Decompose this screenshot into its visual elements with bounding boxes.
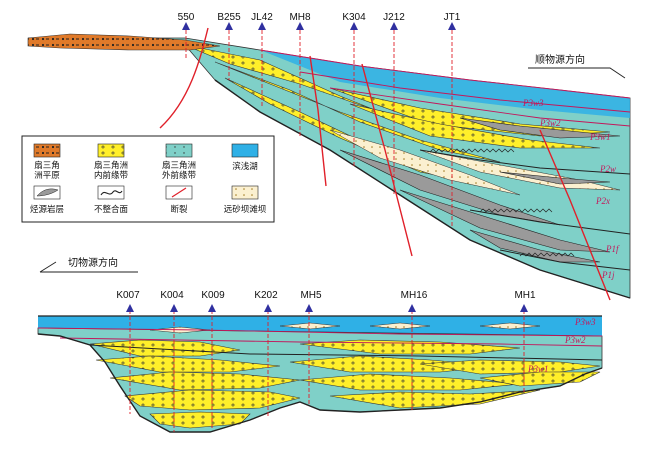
direction-arrow-icon <box>39 261 138 273</box>
upper-well-labels: 550 B255 JL42 MH8 K304 J212 JT1 <box>178 12 461 23</box>
legend-label-fan-plain-2: 洲平原 <box>34 171 60 181</box>
fault-line <box>309 55 327 187</box>
legend-swatch-lake <box>231 143 259 158</box>
lower-formation-labels: P3w3 P3w2 P3w1 <box>527 317 596 374</box>
well-label-b255: B255 <box>217 12 241 23</box>
legend-label-fan-plain-1: 扇三角 <box>34 160 60 171</box>
lower-yellow-lenses <box>89 339 601 429</box>
direction-label-along-source: 顺物源方向 <box>535 53 585 66</box>
fault-line <box>539 129 611 301</box>
legend-swatch-fault <box>165 185 193 200</box>
upper-yellow-lenses <box>184 44 611 181</box>
legend-label-outer-front-1: 扇三角洲 <box>162 160 196 171</box>
formation-label-p3w3: P3w3 <box>522 98 544 108</box>
well-label-jt1: JT1 <box>444 12 461 23</box>
legend-swatch-fan-plain <box>33 143 61 158</box>
lower-cream-bars <box>149 322 541 334</box>
well-label-mh5: MH5 <box>300 290 322 301</box>
upper-faults <box>159 27 611 301</box>
well-label-550: 550 <box>178 12 195 23</box>
upper-fan-plain <box>27 33 221 51</box>
legend-swatch-unconformity <box>97 185 125 200</box>
well-label-k304: K304 <box>342 12 366 23</box>
formation-label-p3w2: P3w2 <box>564 335 586 345</box>
direction-label-across-source: 切物源方向 <box>68 256 118 269</box>
upper-section: 550 B255 JL42 MH8 K304 J212 JT1 P3w3 P3w… <box>27 12 631 301</box>
well-label-k202: K202 <box>254 290 278 301</box>
formation-label-p3w1: P3w1 <box>589 132 611 142</box>
direction-arrow-icon <box>528 67 626 79</box>
formation-label-p2x: P2x <box>595 196 610 206</box>
legend-label-fault: 断裂 <box>170 204 188 215</box>
well-label-mh1: MH1 <box>514 290 536 301</box>
cross-source-direction-indicator: 切物源方向 <box>39 256 138 273</box>
well-label-mh8: MH8 <box>289 12 311 23</box>
fault-line <box>159 27 209 129</box>
well-label-k004: K004 <box>160 290 184 301</box>
upper-well-markers <box>182 22 456 30</box>
well-label-k007: K007 <box>116 290 140 301</box>
well-label-jl42: JL42 <box>251 12 273 23</box>
well-label-k009: K009 <box>201 290 225 301</box>
lower-section: 切物源方向 <box>37 256 603 433</box>
upper-formation-lines <box>259 49 631 127</box>
formation-label-p3w3: P3w3 <box>574 317 596 327</box>
upper-source-rock-lenses <box>339 117 621 263</box>
formation-label-p1f: P1f <box>605 244 620 254</box>
upstream-direction-indicator: 顺物源方向 <box>528 53 626 79</box>
legend-label-unconformity: 不整合面 <box>94 204 129 215</box>
formation-label-p1j: P1j <box>601 270 615 280</box>
formation-label-p2w: P2w <box>599 164 616 174</box>
formation-label-p3w1: P3w1 <box>527 364 549 374</box>
lower-unconformity-lines <box>37 315 603 433</box>
fault-line <box>361 63 413 257</box>
upper-unconformity-lines <box>214 79 631 299</box>
upper-formation-labels: P3w3 P3w2 P3w1 P2w P2x P1f P1j <box>522 98 620 280</box>
upper-well-lines <box>185 24 453 228</box>
lower-well-lines <box>129 310 525 432</box>
legend-swatch-source-rock <box>33 185 61 200</box>
lower-well-markers <box>126 304 528 312</box>
legend-label-inner-front-1: 扇三角洲 <box>94 160 128 171</box>
legend-swatch-distal-bar <box>231 185 259 200</box>
legend-label-outer-front-2: 外前缘带 <box>162 170 197 181</box>
upper-lake-band <box>260 50 630 118</box>
legend-swatch-outer-front <box>165 143 193 158</box>
legend-swatch-inner-front <box>97 143 125 158</box>
well-label-j212: J212 <box>383 12 405 23</box>
well-label-mh16: MH16 <box>401 290 428 301</box>
lower-formation-lines <box>37 327 603 347</box>
legend-label-distal-bar: 远砂坝滩坝 <box>224 204 267 215</box>
lower-well-labels: K007 K004 K009 K202 MH5 MH16 MH1 <box>116 290 536 301</box>
upper-sawtooth <box>429 148 575 257</box>
legend: 扇三角 洲平原 扇三角洲 内前缘带 扇三角洲 外前缘带 滨浅湖 烃源岩层 不整合… <box>21 135 275 223</box>
legend-label-inner-front-2: 内前缘带 <box>94 170 129 181</box>
legend-label-lake: 滨浅湖 <box>232 161 258 172</box>
formation-label-p3w2: P3w2 <box>539 118 561 128</box>
legend-label-source-rock: 烃源岩层 <box>30 204 64 215</box>
